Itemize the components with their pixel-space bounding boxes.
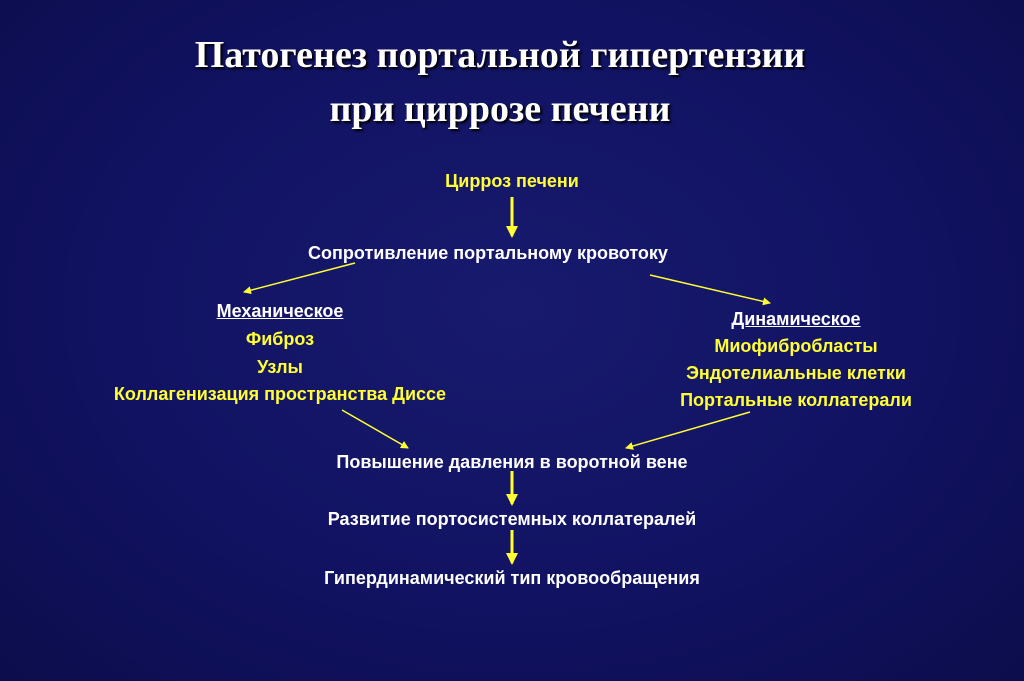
node-mechanical-nodules: Узлы bbox=[257, 357, 303, 377]
node-liver-cirrhosis: Цирроз печени bbox=[445, 171, 579, 191]
slide-title-line-2: при циррозе печени bbox=[329, 88, 671, 130]
arrow-resistance-to-mechanical bbox=[243, 262, 356, 295]
node-mechanical-fibrosis: Фиброз bbox=[245, 329, 315, 349]
node-dynamic-heading: Динамическое bbox=[731, 309, 861, 329]
arrow-mechanical-to-pressure bbox=[341, 409, 409, 449]
arrow-dynamic-to-pressure bbox=[625, 411, 751, 450]
node-portal-flow-resistance: Сопротивление портальному кровотоку bbox=[308, 243, 668, 263]
node-dynamic-portal-collaterals: Портальные коллатерали bbox=[680, 390, 912, 410]
slide-title-line-1: Патогенез портальной гипертензии bbox=[194, 34, 806, 76]
node-portal-vein-pressure-increase: Повышение давления в воротной вене bbox=[336, 452, 688, 472]
node-mechanical-heading: Механическое bbox=[216, 301, 344, 321]
node-portosystemic-collaterals: Развитие портосистемных коллатералей bbox=[327, 509, 697, 529]
node-dynamic-endothelial-cells: Эндотелиальные клетки bbox=[686, 363, 906, 383]
node-dynamic-myofibroblasts: Миофибробласты bbox=[714, 336, 878, 356]
node-hyperdynamic-circulation: Гипердинамический тип кровообращения bbox=[324, 568, 700, 588]
arrow-resistance-to-dynamic bbox=[649, 274, 771, 306]
node-mechanical-disse-collagenization: Коллагенизация пространства Диссе bbox=[113, 384, 447, 404]
